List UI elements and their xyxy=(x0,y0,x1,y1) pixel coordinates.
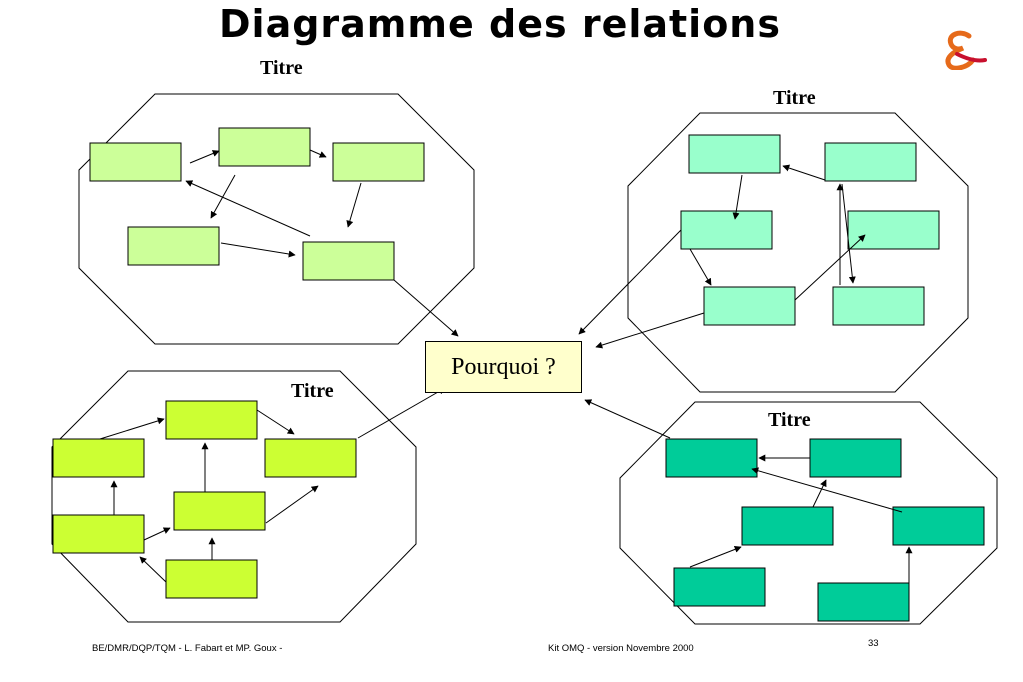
footer-author: BE/DMR/DQP/TQM - L. Fabart et MP. Goux - xyxy=(92,643,283,654)
footer-kit: Kit OMQ - version Novembre 2000 xyxy=(548,643,694,654)
g3-box-6 xyxy=(165,559,258,599)
g2-box-6 xyxy=(832,286,925,326)
g4-box-3 xyxy=(741,506,834,546)
group-title-bottom-left: Titre xyxy=(291,380,334,402)
g1-box-4 xyxy=(127,226,220,266)
slide-title: Diagramme des relations xyxy=(219,2,781,46)
g4-box-4 xyxy=(892,506,985,546)
g4-box-2 xyxy=(809,438,902,478)
g2-box-1 xyxy=(688,134,781,174)
ampersand-logo-icon xyxy=(945,30,987,70)
group-title-top-left: Titre xyxy=(260,57,303,79)
g3-box-3 xyxy=(264,438,357,478)
group-title-bottom-right: Titre xyxy=(768,409,811,431)
g2-box-4 xyxy=(847,210,940,250)
g2-box-3 xyxy=(680,210,773,250)
group-octagon-bottom-left xyxy=(51,370,417,623)
g1-box-3 xyxy=(332,142,425,182)
g3-box-5 xyxy=(52,514,145,554)
group-octagon-bottom-right xyxy=(619,401,998,625)
g4-box-6 xyxy=(817,582,910,622)
g2-box-5 xyxy=(703,286,796,326)
g3-box-2 xyxy=(52,438,145,478)
g3-box-4 xyxy=(173,491,266,531)
group-title-top-right: Titre xyxy=(773,87,816,109)
why-label: Pourquoi ? xyxy=(451,353,556,380)
why-center-box: Pourquoi ? xyxy=(425,341,582,393)
group-octagon-top-right xyxy=(627,112,969,393)
g1-box-5 xyxy=(302,241,395,281)
group-octagon-top-left xyxy=(78,93,475,345)
g2-box-2 xyxy=(824,142,917,182)
g1-box-1 xyxy=(89,142,182,182)
g4-box-5 xyxy=(673,567,766,607)
g1-box-2 xyxy=(218,127,311,167)
g4-box-1 xyxy=(665,438,758,478)
page-number: 33 xyxy=(868,638,879,649)
g3-box-1 xyxy=(165,400,258,440)
